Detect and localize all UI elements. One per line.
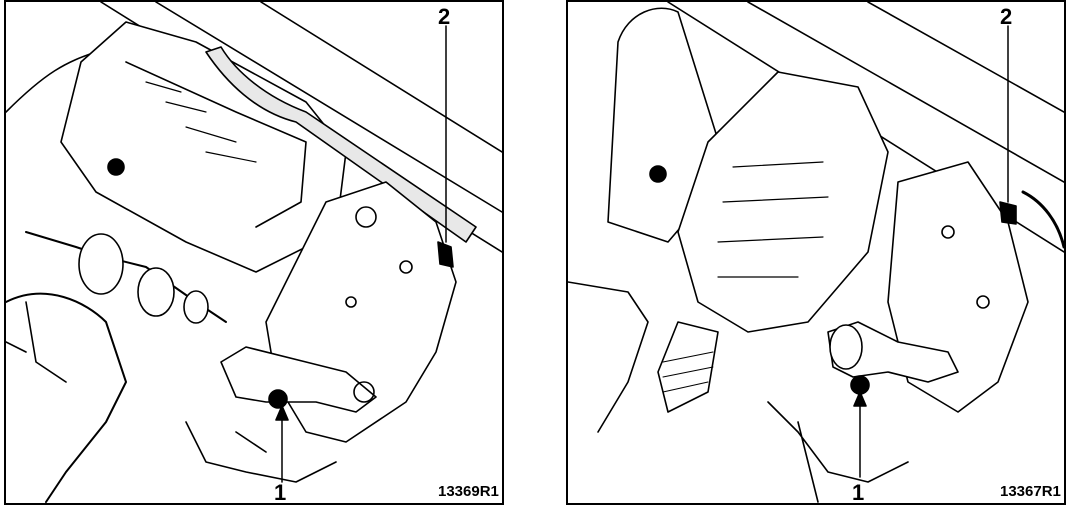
drain-plug (107, 158, 125, 176)
figure-reference: 13369R1 (438, 483, 499, 500)
steering-linkage (185, 421, 337, 483)
exploded-view-left (6, 2, 502, 503)
oil-pan-rib (145, 81, 257, 163)
callout-2: 2 (1000, 4, 1013, 29)
body-fastener (649, 165, 667, 183)
exhaust-heatshield (205, 46, 477, 243)
flex-pipe-mesh (662, 351, 714, 393)
wiring-harness (1021, 190, 1064, 249)
leader-arrow-1 (275, 405, 289, 421)
driveshaft-joint (137, 267, 175, 317)
gearbox-boss (345, 296, 357, 308)
diagram-panel-right: 2 1 13367R1 (566, 0, 1066, 505)
gearbox-boss (976, 295, 990, 309)
frame-outline (6, 51, 97, 113)
driveshaft-joint (183, 290, 209, 324)
suspension-arm (6, 292, 127, 503)
exhaust-pipe (657, 321, 719, 413)
callout-1: 1 (274, 480, 287, 505)
subframe-bracket (6, 301, 67, 383)
leader-arrow-1 (853, 391, 867, 407)
subframe-bracket (568, 281, 649, 433)
gearbox-boss (399, 260, 413, 274)
gearbox-boss (355, 206, 377, 228)
diagram-panel-left: 2 1 13369R1 (4, 0, 504, 505)
oil-pan-ridge (125, 61, 307, 228)
gearbox-boss (941, 225, 955, 239)
callout-1: 1 (852, 480, 865, 505)
torque-rod-bush (353, 381, 375, 403)
torque-rod (220, 346, 377, 413)
driveshaft-boot (78, 233, 124, 295)
mounting-bracket-2 (437, 241, 454, 268)
converter-rib (717, 161, 829, 278)
torque-rod-bush (829, 324, 863, 370)
steering-linkage (767, 401, 909, 503)
mounting-bracket-2 (999, 201, 1017, 225)
mounting-bolt-1 (268, 389, 288, 409)
callout-2: 2 (438, 4, 451, 29)
catalytic-converter (677, 71, 889, 333)
exploded-view-right (568, 2, 1064, 503)
figure-reference: 13367R1 (1000, 483, 1061, 500)
